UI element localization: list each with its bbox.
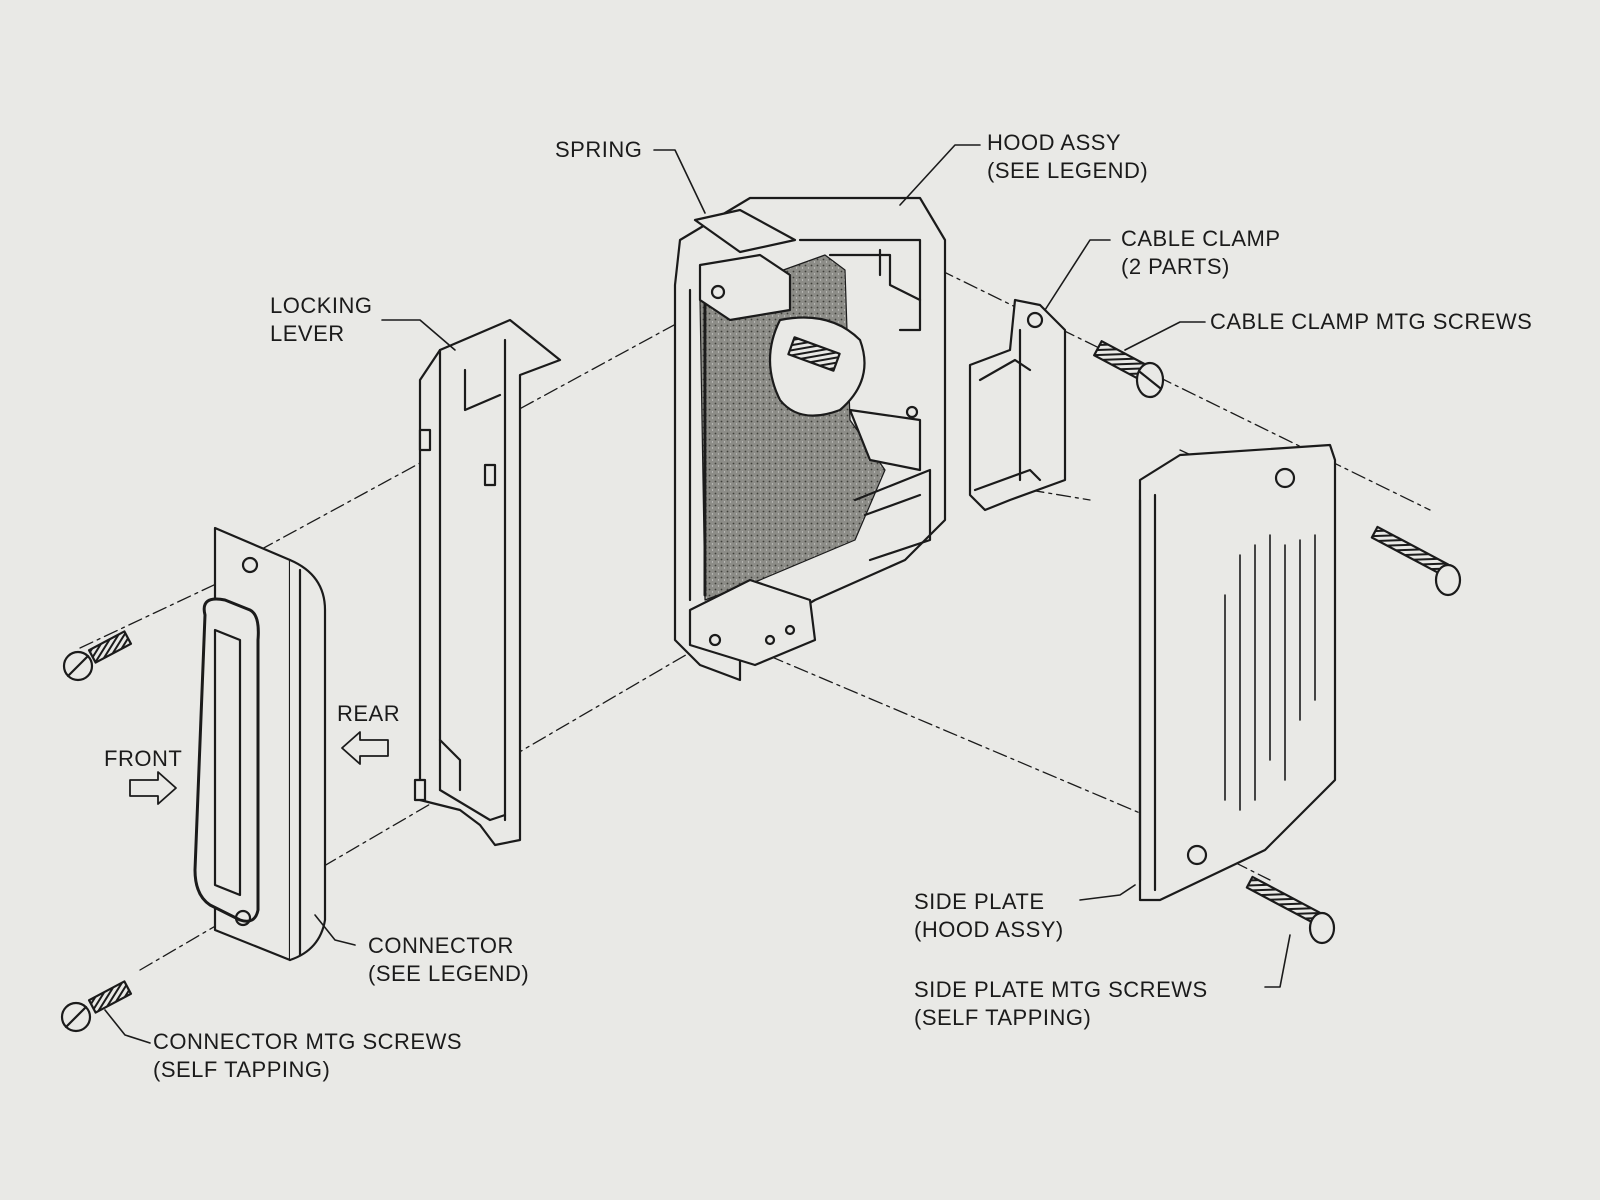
connector-mtg-screw-top [62, 630, 133, 682]
cable-clamp-mtg-screw [1093, 340, 1165, 399]
label-connector: CONNECTOR (SEE LEGEND) [368, 933, 530, 986]
label-cable-clamp: CABLE CLAMP (2 PARTS) [1121, 226, 1281, 279]
label-locking-lever: LOCKING LEVER [270, 293, 373, 346]
cable-clamp [968, 298, 1067, 512]
locking-lever [413, 318, 562, 847]
rear-arrow-icon [341, 731, 389, 765]
label-side-plate-mtg-screws: SIDE PLATE MTG SCREWS (SELF TAPPING) [914, 977, 1208, 1030]
label-connector-mtg-screws: CONNECTOR MTG SCREWS (SELF TAPPING) [153, 1029, 463, 1082]
leader-lines [104, 144, 1291, 1044]
label-rear: REAR [337, 701, 401, 726]
label-cable-clamp-mtg-screws: CABLE CLAMP MTG SCREWS [1210, 309, 1533, 334]
side-plate-mtg-screw-bottom [1245, 875, 1336, 945]
connector [193, 526, 327, 962]
side-plate [1138, 443, 1337, 902]
hood-assembly [673, 196, 947, 682]
label-hood-assy: HOOD ASSY (SEE LEGEND) [987, 130, 1149, 183]
connector-mtg-screw-bottom [60, 980, 133, 1033]
label-side-plate: SIDE PLATE (HOOD ASSY) [914, 889, 1064, 942]
label-spring: SPRING [555, 137, 643, 162]
label-front: FRONT [104, 746, 183, 771]
front-arrow-icon [129, 771, 177, 805]
side-plate-mtg-screw-top [1370, 525, 1462, 597]
